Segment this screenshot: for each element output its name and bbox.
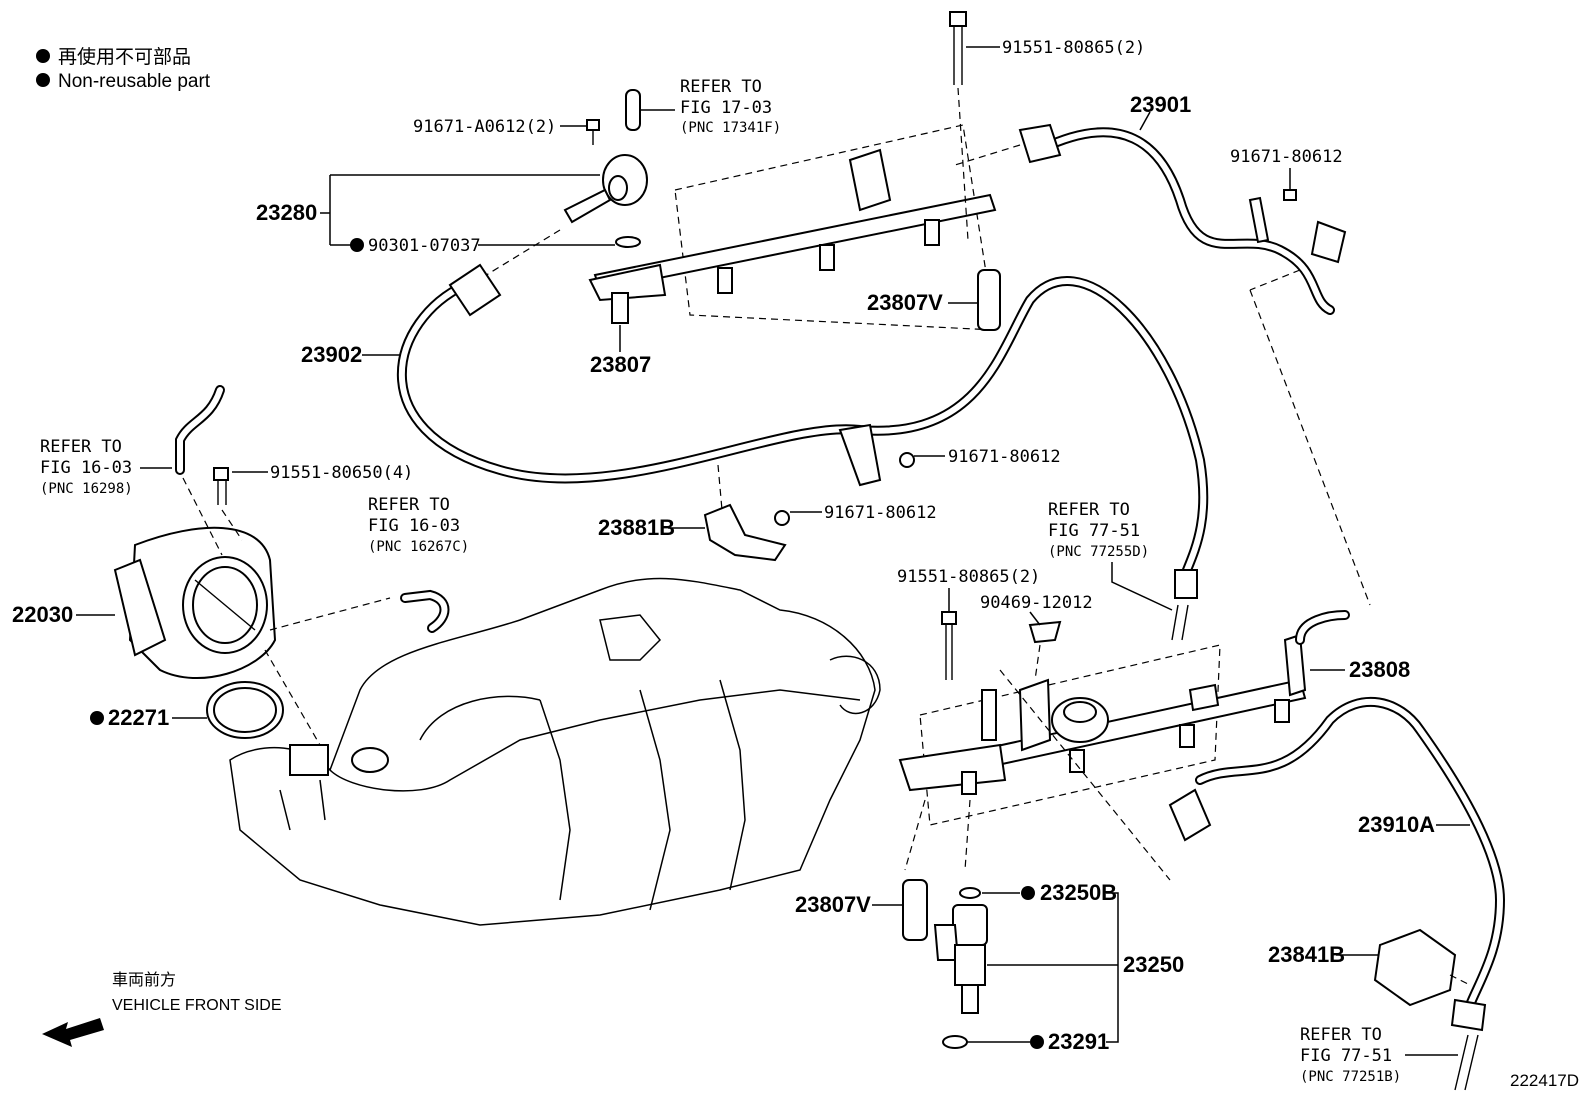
ref-16-03-b-line3: (PNC 16267C) (368, 539, 469, 555)
label-91671-80612-b: 91671-80612 (948, 447, 1061, 467)
figure-id: 222417D (1510, 1071, 1579, 1090)
label-23807: 23807 (590, 352, 651, 377)
direction-jp: 車両前方 (112, 971, 176, 989)
label-90301-07037: 90301-07037 (368, 236, 481, 256)
label-23250: 23250 (1123, 952, 1184, 977)
lower-fuel-rail (898, 604, 1350, 881)
label-91551-80865-top: 91551-80865(2) (1002, 38, 1145, 58)
ref-77-51-b-line1: REFER TO (1300, 1025, 1382, 1045)
wire-harness-23901 (1018, 123, 1371, 606)
label-22271: 22271 (108, 705, 169, 730)
legend-en: Non-reusable part (58, 71, 211, 92)
label-23902: 23902 (301, 342, 362, 367)
fuel-tube-23910A (1168, 697, 1506, 1091)
label-23250B: 23250B (1040, 880, 1117, 905)
non-reusable-dot-icon (36, 73, 50, 87)
label-91551-80650: 91551-80650(4) (270, 463, 413, 483)
ref-16-03-b-line2: FIG 16-03 (368, 516, 460, 536)
non-reusable-dot-icon (1021, 886, 1035, 900)
ref-17-03-line3: (PNC 17341F) (680, 120, 781, 136)
ref-17-03-line2: FIG 17-03 (680, 98, 772, 118)
upper-fuel-rail (469, 11, 1021, 331)
left-arrow-icon (42, 1018, 104, 1047)
legend-jp: 再使用不可部品 (58, 46, 191, 68)
damper-23841B (1373, 928, 1471, 1007)
ref-16-03-b-line1: REFER TO (368, 495, 450, 515)
non-reusable-dot-icon (1030, 1035, 1044, 1049)
non-reusable-dot-icon (90, 711, 104, 725)
ref-16-03-a-line3: (PNC 16298) (40, 481, 133, 497)
label-23291: 23291 (1048, 1029, 1109, 1054)
label-90469-12012: 90469-12012 (980, 593, 1093, 613)
label-91671-80612-a: 91671-80612 (1230, 147, 1343, 167)
bracket-23881B (703, 452, 915, 562)
labels: REFER TO FIG 17-03 (PNC 17341F) 91551-80… (12, 38, 1579, 1090)
non-reusable-dot-icon (36, 49, 50, 63)
label-22030: 22030 (12, 602, 73, 627)
label-91671-80612-c: 91671-80612 (824, 503, 937, 523)
legend: 再使用不可部品 Non-reusable part (36, 46, 211, 92)
label-23280: 23280 (256, 200, 317, 225)
ref-77-51-b-line3: (PNC 77251B) (1300, 1069, 1401, 1085)
ref-77-51-a-line1: REFER TO (1048, 500, 1130, 520)
ref-77-51-b-line2: FIG 77-51 (1300, 1046, 1392, 1066)
label-23910A: 23910A (1358, 812, 1435, 837)
label-23807V-top: 23807V (867, 290, 943, 315)
direction-en: VEHICLE FRONT SIDE (112, 997, 282, 1014)
ref-77-51-a-line3: (PNC 77255D) (1048, 544, 1149, 560)
ref-77-51-a-line2: FIG 77-51 (1048, 521, 1140, 541)
ref-16-03-a-line2: FIG 16-03 (40, 458, 132, 478)
label-91671-A0612: 91671-A0612(2) (413, 117, 556, 137)
label-23901: 23901 (1130, 92, 1191, 117)
label-23881B: 23881B (598, 515, 675, 540)
label-91551-80865-low: 91551-80865(2) (897, 567, 1040, 587)
label-23841B: 23841B (1268, 942, 1345, 967)
non-reusable-dot-icon (350, 238, 364, 252)
ref-16-03-a-line1: REFER TO (40, 437, 122, 457)
wire-harness-23902 (396, 263, 1209, 599)
injector-23250 (902, 879, 988, 1049)
vehicle-front-arrow: 車両前方 VEHICLE FRONT SIDE (42, 971, 282, 1047)
label-23807V-low: 23807V (795, 892, 871, 917)
label-23808: 23808 (1349, 657, 1410, 682)
ref-17-03-line1: REFER TO (680, 77, 762, 97)
intake-manifold (229, 577, 881, 926)
throttle-body-22030 (113, 385, 450, 746)
